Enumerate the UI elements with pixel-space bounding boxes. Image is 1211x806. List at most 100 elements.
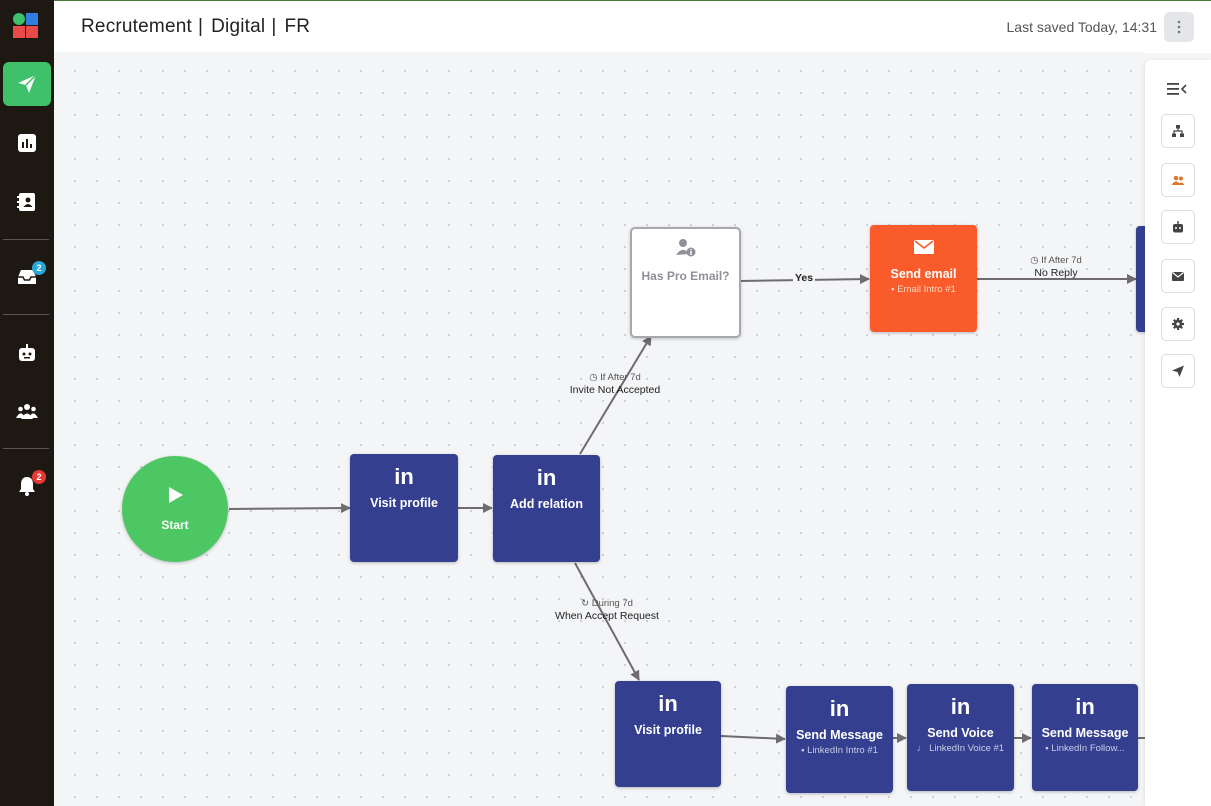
node-label: Send email (890, 267, 957, 281)
send-message-node[interactable]: in Send Message ▪ LinkedIn Intro #1 (786, 686, 893, 793)
title-part: Recrutement (81, 16, 192, 37)
edge-label-no-reply[interactable]: ◷ If After 7d No Reply (1030, 255, 1082, 279)
message-icon: ▪ (891, 284, 898, 295)
linkedin-icon: in (950, 694, 971, 719)
edge-label-accept-request[interactable]: ↻ During 7d When Accept Request (555, 598, 659, 622)
send-icon (1172, 365, 1184, 377)
nav-analytics[interactable] (3, 121, 51, 165)
sidebar: 2 2 (0, 0, 54, 806)
robot-icon (19, 344, 35, 361)
bar-chart-icon (18, 134, 36, 152)
mail-icon (1172, 272, 1184, 281)
next-step-node[interactable] (1136, 226, 1145, 332)
tool-send-button[interactable] (1161, 354, 1195, 388)
collapse-menu-icon (1167, 83, 1187, 95)
header: Recrutement|Digital|FR Last saved Today,… (54, 0, 1211, 53)
edge-text: Yes (794, 272, 814, 284)
microphone-icon: ♩ (916, 743, 930, 754)
start-node[interactable]: Start (122, 456, 228, 562)
more-options-button[interactable] (1164, 12, 1194, 42)
nav-notifications[interactable]: 2 (3, 464, 51, 508)
node-label: Has Pro Email? (641, 269, 730, 283)
edge-add-email-check (579, 335, 652, 455)
play-icon (169, 487, 183, 503)
title-part: Digital (211, 16, 266, 37)
nav-automations[interactable] (3, 331, 51, 375)
gear-icon (1172, 318, 1184, 330)
tool-email-button[interactable] (1161, 259, 1195, 293)
linkedin-icon: in (658, 691, 678, 716)
edge-text: Invite Not Accepted (569, 384, 661, 396)
tool-automation-button[interactable] (1161, 210, 1195, 244)
nav-contacts[interactable] (3, 180, 51, 224)
template-name: LinkedIn Follow... (1051, 743, 1125, 754)
inbox-badge: 2 (32, 261, 46, 275)
node-template: ▪ LinkedIn Intro #1 (801, 745, 878, 756)
last-saved-text: Last saved Today, 14:31 (1006, 19, 1157, 35)
send-message-node[interactable]: in Send Message ▪ LinkedIn Follow... (1032, 684, 1138, 791)
node-template: ▪ LinkedIn Follow... (1045, 743, 1124, 754)
notifications-badge: 2 (32, 470, 46, 484)
has-pro-email-node[interactable]: Has Pro Email? (630, 227, 741, 338)
edge-add-visit2 (574, 562, 640, 681)
tools-panel (1145, 60, 1211, 806)
tool-settings-button[interactable] (1161, 307, 1195, 341)
edge-condition: If After 7d (600, 372, 641, 383)
edge-label-yes[interactable]: Yes (792, 271, 816, 284)
linkedin-icon: in (536, 465, 557, 490)
clock-icon: ◷ (589, 372, 601, 383)
linkedin-icon: in (1075, 694, 1095, 719)
nav-campaigns[interactable] (3, 62, 51, 106)
nav-divider (3, 448, 49, 449)
app-logo[interactable] (13, 13, 39, 39)
nav-divider (3, 239, 49, 240)
contacts-book-icon (17, 193, 35, 211)
title-separator: | (271, 16, 277, 37)
edge-visit2-msg1 (720, 733, 786, 744)
flow-canvas[interactable]: Start in Visit profile in Add relation H… (54, 52, 1145, 806)
node-label: Visit profile (370, 496, 438, 510)
nav-divider (3, 314, 49, 315)
bell-icon (19, 477, 35, 496)
template-name: Email Intro #1 (897, 284, 956, 295)
linkedin-icon: in (829, 696, 850, 721)
tool-people-button[interactable] (1161, 163, 1195, 197)
nav-team[interactable] (3, 389, 51, 433)
edge-label-invite-not-accepted[interactable]: ◷ If After 7d Invite Not Accepted (570, 372, 660, 396)
message-icon: ▪ (1045, 743, 1052, 754)
node-label: Send Message (796, 728, 883, 742)
node-template: ♩ LinkedIn Voice #1 (917, 743, 1004, 754)
node-label: Visit profile (634, 723, 702, 737)
collapse-panel-button[interactable] (1167, 82, 1189, 100)
inbox-icon (18, 270, 36, 284)
send-icon (18, 74, 37, 93)
title-separator: | (197, 16, 204, 37)
visit-profile-node[interactable]: in Visit profile (350, 454, 458, 562)
campaign-title[interactable]: Recrutement|Digital|FR (81, 16, 316, 38)
message-icon: ▪ (801, 745, 808, 756)
edge-condition: If After 7d (1041, 255, 1082, 266)
node-label: Send Message (1041, 726, 1129, 740)
edge-start-visit (228, 503, 351, 514)
node-label: Add relation (510, 497, 583, 511)
users-icon (1171, 175, 1185, 185)
linkedin-icon: in (394, 464, 414, 489)
template-name: LinkedIn Intro #1 (807, 745, 878, 756)
envelope-icon (913, 240, 934, 254)
title-part: FR (284, 16, 311, 37)
edge-text: When Accept Request (555, 610, 659, 622)
edge-condition: During 7d (591, 598, 633, 609)
nav-inbox[interactable]: 2 (3, 255, 51, 299)
refresh-icon: ↻ (581, 598, 592, 609)
send-email-node[interactable]: Send email ▪ Email Intro #1 (870, 225, 977, 332)
clock-icon: ◷ (1030, 255, 1042, 266)
start-label: Start (161, 518, 189, 532)
visit-profile-node[interactable]: in Visit profile (615, 681, 721, 787)
node-template: ▪ Email Intro #1 (891, 284, 956, 295)
send-voice-node[interactable]: in Send Voice ♩ LinkedIn Voice #1 (907, 684, 1014, 791)
user-info-icon (675, 239, 695, 257)
sitemap-icon (1172, 125, 1184, 137)
tool-branch-button[interactable] (1161, 114, 1195, 148)
add-relation-node[interactable]: in Add relation (493, 455, 600, 562)
node-label: Send Voice (927, 726, 994, 740)
